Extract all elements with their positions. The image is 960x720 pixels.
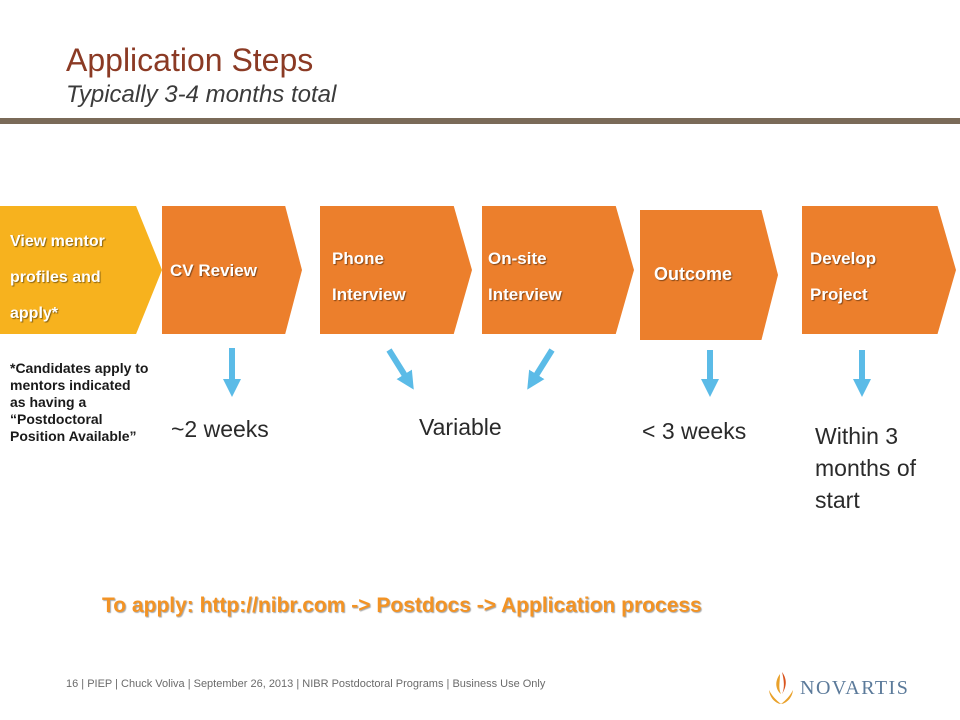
candidates-footnote: *Candidates apply to mentors indicated a…	[10, 360, 149, 444]
duration-interviews: Variable	[419, 414, 502, 440]
slide-footer: 16 | PIEP | Chuck Voliva | September 26,…	[66, 678, 546, 690]
logo-wordmark: NOVARTIS	[800, 677, 910, 699]
step-label-line: Project	[810, 285, 868, 304]
step-cv-review: CV Review	[162, 206, 302, 334]
duration-cv-review: ~2 weeks	[171, 416, 269, 442]
step-label: View mentor profiles and apply*	[10, 233, 105, 322]
step-outcome: Outcome	[640, 210, 778, 340]
step-label-line: Interview	[488, 285, 562, 304]
flame-hands-icon	[769, 672, 793, 704]
slide-subtitle: Typically 3-4 months total	[66, 81, 337, 108]
title-rule	[0, 118, 960, 124]
apply-instructions: To apply: http://nibr.com -> Postdocs ->…	[102, 594, 702, 617]
step-label-line: Interview	[332, 285, 406, 304]
slide-title: Application Steps	[66, 42, 314, 78]
duration-outcome: < 3 weeks	[642, 418, 747, 444]
step-label: CV Review	[170, 261, 257, 280]
step-label-line: Phone	[332, 249, 384, 268]
arrow-down-left-icon	[527, 348, 555, 390]
step-develop-project: Develop Project	[802, 206, 956, 334]
novartis-logo: NOVARTIS	[762, 668, 912, 708]
step-label-line: On-site	[488, 249, 547, 268]
step-label: Outcome	[654, 264, 733, 284]
step-onsite-interview: On-site Interview	[482, 206, 634, 334]
step-phone-interview: Phone Interview	[320, 206, 472, 334]
step-view-mentor-profiles: View mentor profiles and apply*	[0, 206, 162, 334]
arrow-down-right-icon	[386, 348, 414, 390]
duration-develop-project: Within 3 months of start	[815, 423, 916, 513]
step-label-line: Develop	[810, 249, 877, 268]
